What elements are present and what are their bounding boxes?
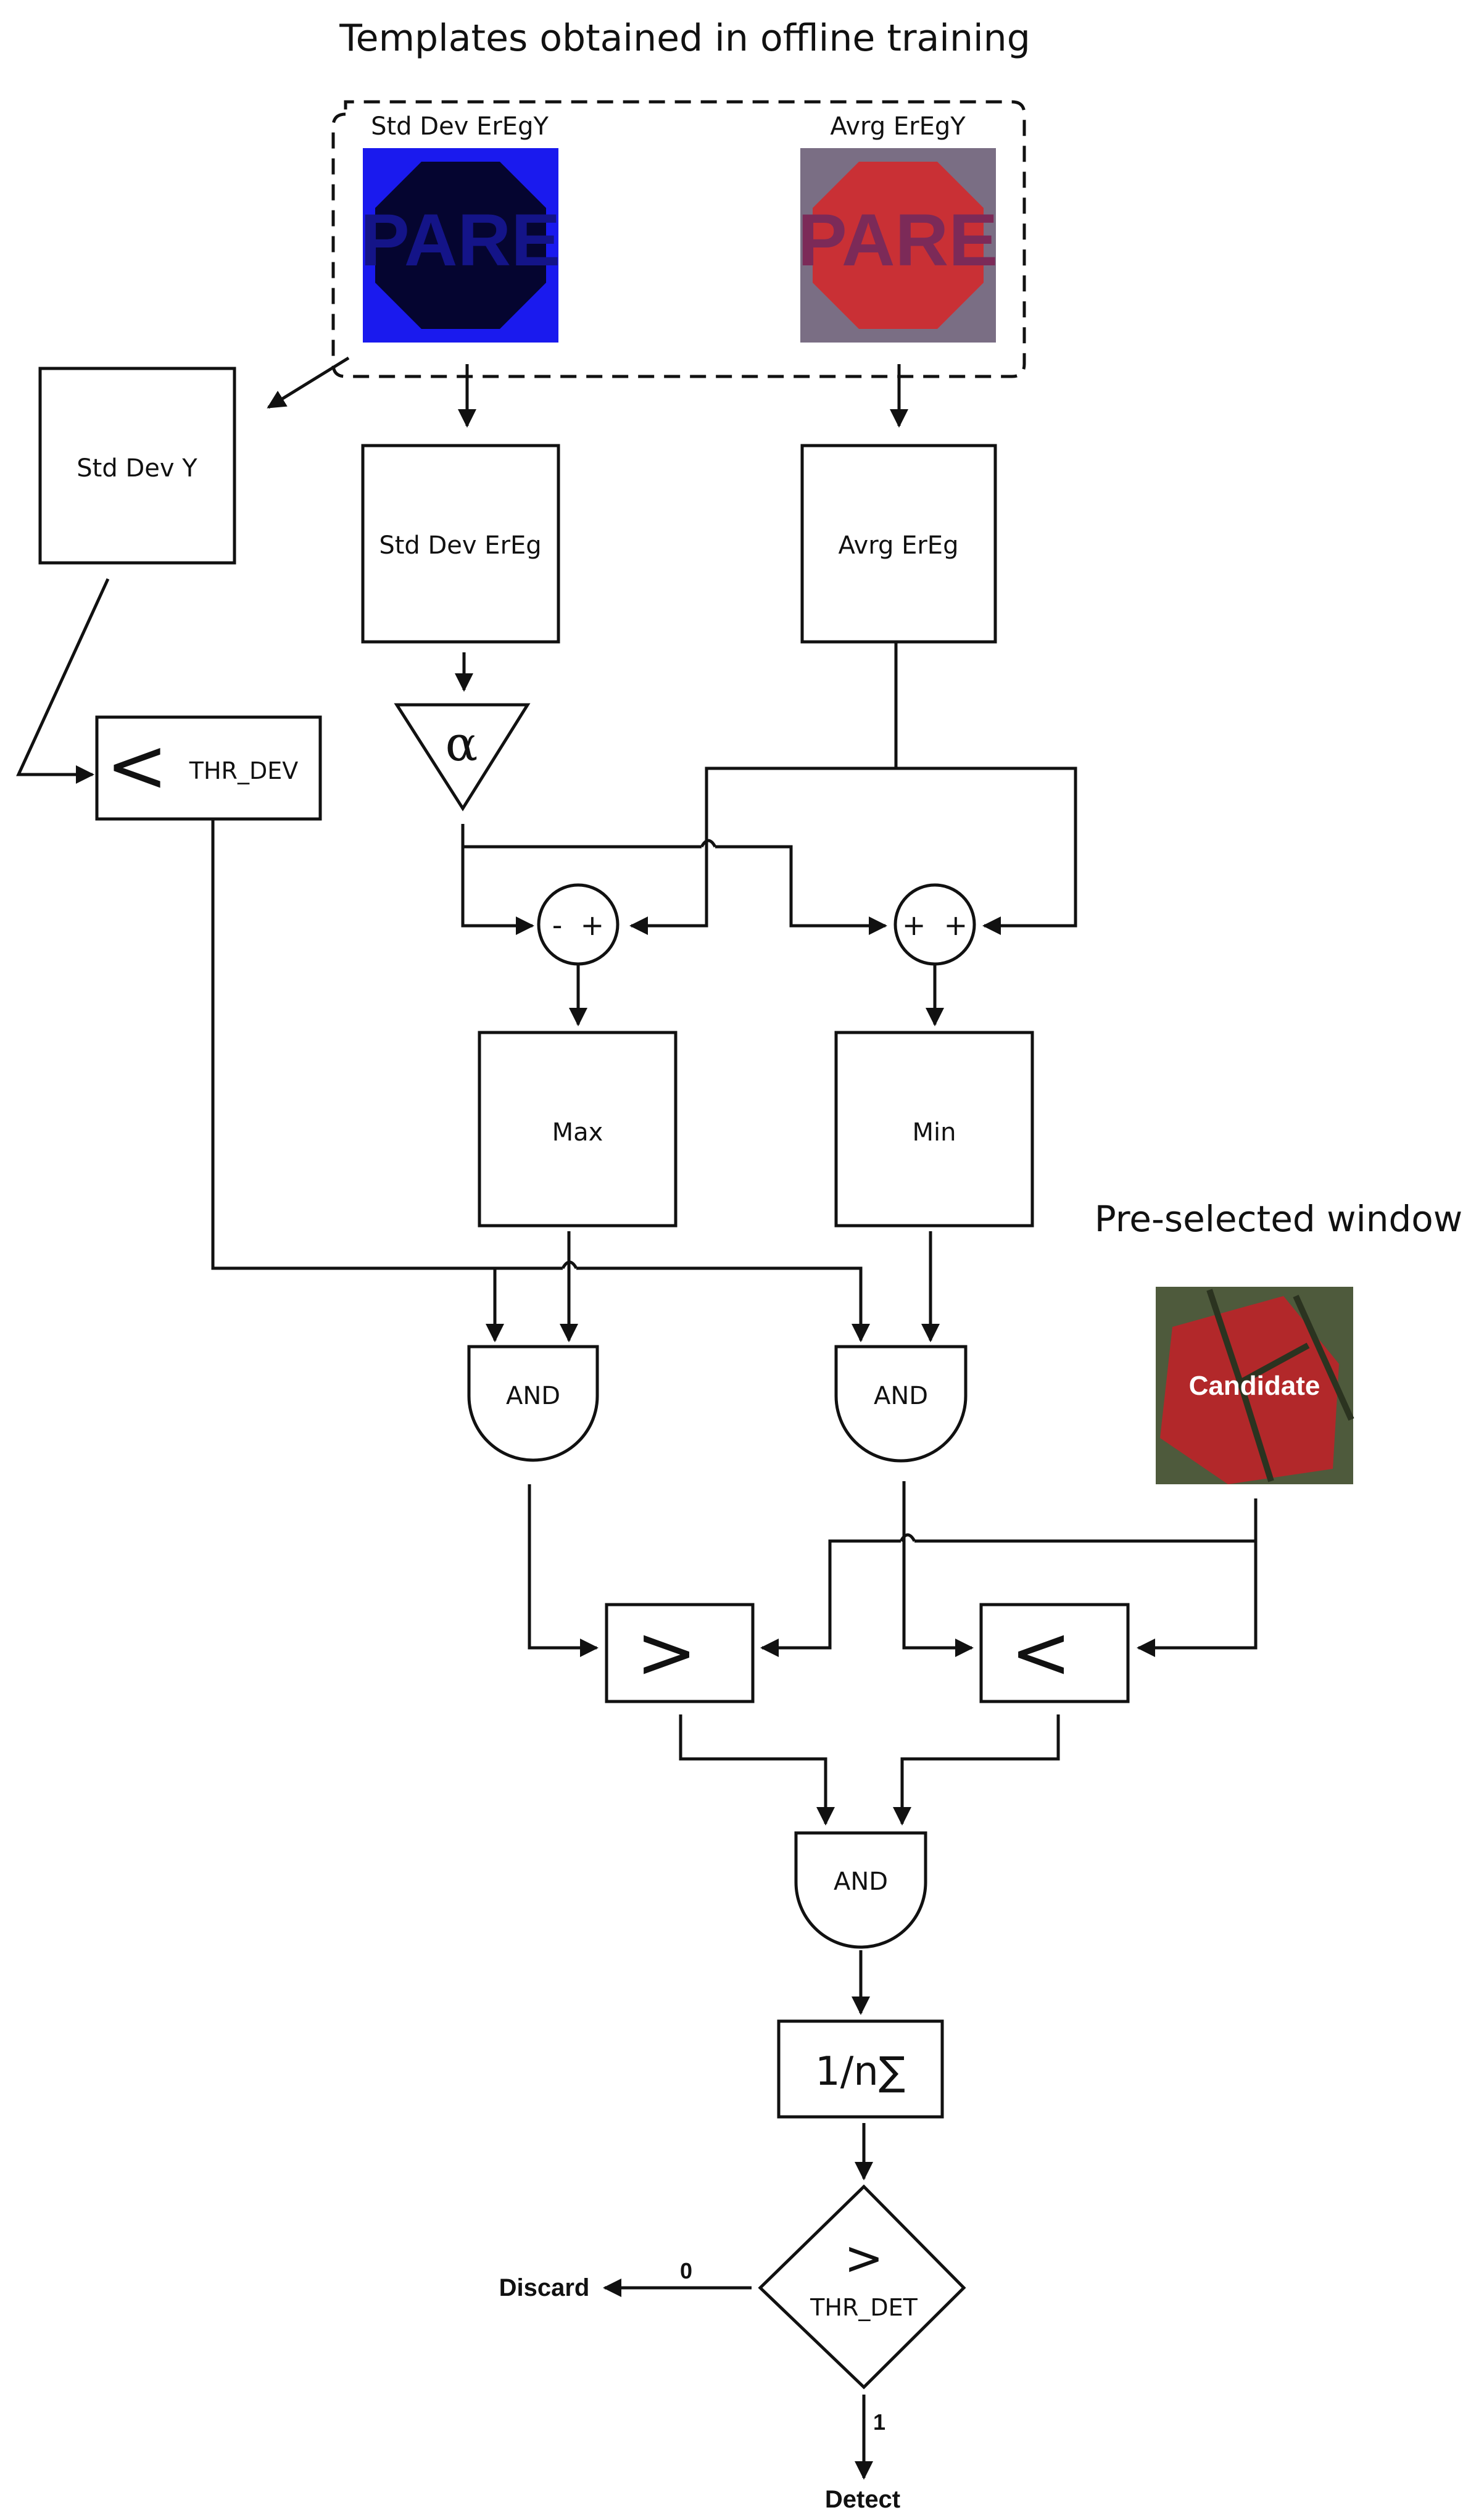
greater-compare-block xyxy=(605,1603,755,1703)
max-block xyxy=(478,1031,678,1228)
mean-sum-label: 1/n∑ xyxy=(815,2049,905,2095)
avrg-template-sign-text: PARE xyxy=(798,199,998,281)
avrg-template-image: PARE xyxy=(798,148,998,343)
wire-alpha-to-junction xyxy=(461,824,702,849)
wire-alpha-to-sum-right xyxy=(715,845,887,935)
greater-symbol: > xyxy=(636,1610,697,1695)
diagram-title: Templates obtained in offline training xyxy=(339,17,1030,60)
avrg-ereg-label: Avrg ErEg xyxy=(839,531,959,560)
thr-dev-less-symbol: < xyxy=(106,723,168,809)
avrg-ereg-block xyxy=(800,444,997,644)
and-gate-left xyxy=(467,1345,599,1462)
subtract-junction xyxy=(537,883,620,966)
std-dev-template-sign-text: PARE xyxy=(360,199,561,281)
wire-less-to-final-and xyxy=(893,1714,1060,1826)
alpha-symbol: α xyxy=(446,717,478,772)
std-dev-y-block xyxy=(38,367,236,565)
thr-det-decision xyxy=(758,2184,966,2390)
wire-and-left-to-greater xyxy=(528,1484,599,1657)
wire-thr-dev-bus xyxy=(211,819,563,1270)
min-block xyxy=(834,1031,1034,1228)
max-label: Max xyxy=(552,1118,603,1147)
wire-avrg-to-sum-left xyxy=(629,767,896,935)
thr-dev-compare-block xyxy=(95,715,322,821)
thr-det-label: THR_DET xyxy=(810,2294,918,2321)
std-dev-template-label: Std Dev ErEgY xyxy=(371,112,549,141)
thr-dev-label: THR_DEV xyxy=(189,757,298,784)
and-gate-left-label: AND xyxy=(506,1382,560,1410)
wire-candidate-hop-over xyxy=(899,1533,916,1542)
min-label: Min xyxy=(913,1118,956,1147)
std-dev-ereg-block xyxy=(361,444,560,644)
and-gate-right-label: AND xyxy=(874,1382,928,1410)
and-gate-final-label: AND xyxy=(834,1868,888,1896)
alpha-gain-block xyxy=(394,703,531,812)
wire-alpha-to-sum-left xyxy=(461,847,534,935)
std-dev-template-image: PARE xyxy=(360,148,561,343)
avrg-template-label: Avrg ErEgY xyxy=(830,112,966,141)
wire-alpha-hop-over xyxy=(700,839,717,848)
and-gate-right xyxy=(834,1345,968,1463)
add-junction-signs: + + xyxy=(902,908,968,942)
arrow-to-std-dev-y xyxy=(267,356,350,409)
and-gate-final xyxy=(794,1831,927,1949)
discard-value: 0 xyxy=(680,2258,692,2283)
wire-greater-to-final-and xyxy=(679,1714,835,1826)
detect-value: 1 xyxy=(873,2409,885,2435)
candidate-label: Candidate xyxy=(1189,1371,1320,1401)
discard-label: Discard xyxy=(499,2274,590,2301)
mean-sum-block xyxy=(777,2019,944,2119)
candidate-image: Candidate xyxy=(1156,1287,1354,1484)
std-dev-y-label: Std Dev Y xyxy=(77,454,197,483)
decision-greater-symbol: > xyxy=(844,2230,884,2285)
add-junction xyxy=(893,883,976,966)
wire-and-right-to-less xyxy=(902,1481,974,1657)
wire-thr-dev-to-and-right xyxy=(576,1266,870,1342)
wire-std-dev-y-to-threshold xyxy=(16,578,110,784)
detect-label: Detect xyxy=(825,2486,900,2513)
wire-avrg-to-sum-right xyxy=(896,767,1077,935)
wire-candidate-to-greater xyxy=(760,1539,901,1657)
template-group-border xyxy=(331,100,1026,378)
wire-candidate-to-less xyxy=(1137,1498,1258,1657)
pre-selected-window-label: Pre-selected window xyxy=(1095,1198,1462,1240)
std-dev-ereg-label: Std Dev ErEg xyxy=(379,531,541,560)
less-compare-block xyxy=(979,1603,1130,1703)
subtract-junction-signs: - + xyxy=(552,908,604,942)
less-symbol: < xyxy=(1011,1610,1072,1695)
